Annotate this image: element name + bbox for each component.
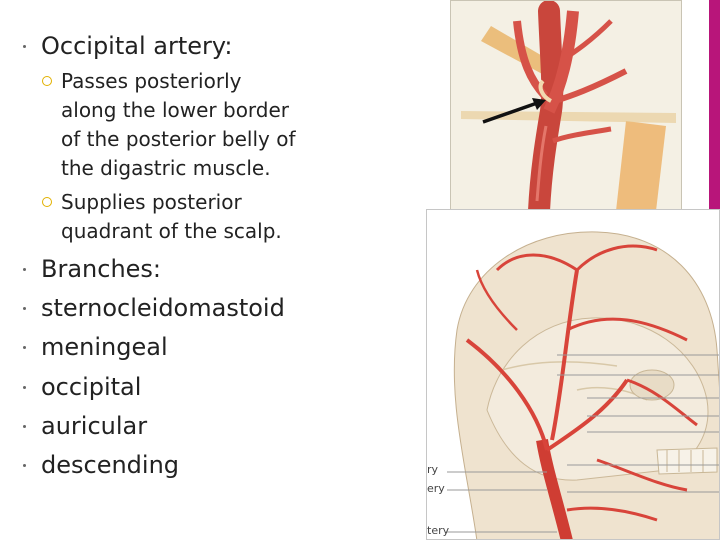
bullet-dot-icon [23, 386, 26, 389]
bullet-dot-icon [23, 464, 26, 467]
sub-bullet-line: quadrant of the scalp. [61, 219, 282, 243]
bullet-dot-icon [23, 346, 26, 349]
bullet-text: auricular [41, 412, 148, 440]
label-fragment: ery [427, 482, 445, 495]
sub-bullet-line: Supplies posterior [61, 190, 242, 214]
sub-bullet-line: the digastric muscle. [61, 156, 271, 180]
head-arteries-drawing [427, 210, 719, 539]
bullet-text: meningeal [41, 333, 168, 361]
head-arterial-supply-illustration: ry ery tery [426, 209, 720, 540]
bullet-text: occipital [41, 373, 142, 401]
bullet-text: sternocleidomastoid [41, 294, 285, 322]
label-fragment: ry [427, 463, 439, 476]
carotid-artery-drawing [451, 0, 681, 222]
sub-bullet-line: Passes posteriorly [61, 69, 242, 93]
bullet-dot-icon [23, 268, 26, 271]
ring-bullet-icon [42, 76, 52, 86]
pointer-arrow-icon [482, 98, 546, 124]
bullet-dot-icon [23, 45, 26, 48]
bullet-text: Branches: [41, 255, 162, 283]
sub-bullet-line: of the posterior belly of [61, 127, 296, 151]
bullet-text: Occipital artery: [41, 32, 233, 60]
bullet-dot-icon [23, 425, 26, 428]
bullet-dot-icon [23, 307, 26, 310]
ring-bullet-icon [42, 197, 52, 207]
carotid-artery-illustration [450, 0, 682, 222]
label-fragment: tery [427, 524, 450, 537]
sub-bullet-line: along the lower border [61, 98, 290, 122]
bullet-text: descending [41, 451, 180, 479]
